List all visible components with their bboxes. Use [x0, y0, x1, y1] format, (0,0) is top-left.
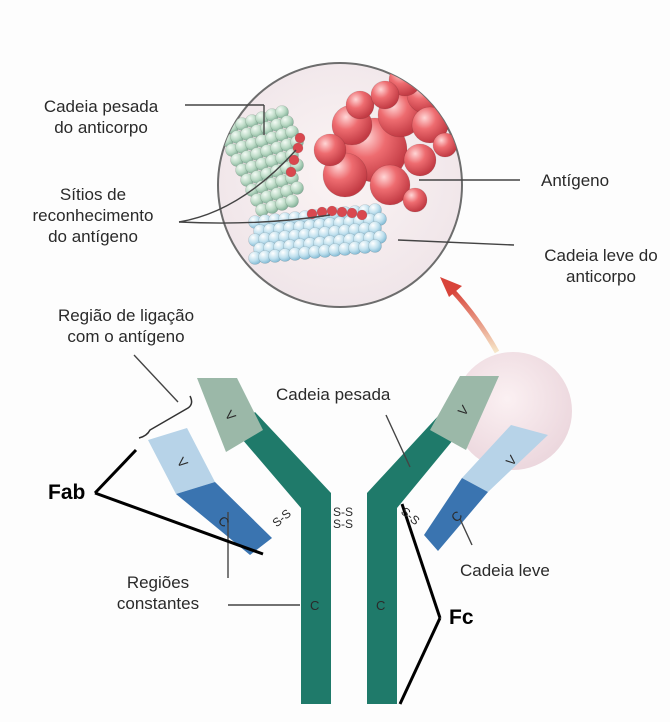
- label-binding-region: Região de ligação com o antígeno: [26, 305, 226, 347]
- label-antigen: Antígeno: [541, 170, 609, 191]
- label-recognition-sites: Sítios de reconhecimento do antígeno: [8, 184, 178, 247]
- antigen-sphere: [404, 144, 436, 176]
- heavy-chain-sphere: [291, 182, 304, 195]
- antigen-sphere: [403, 188, 427, 212]
- label-heavy-chain: Cadeia pesada: [276, 384, 390, 405]
- antigen-sphere: [458, 125, 478, 145]
- domain-label-c-right-heavy: C: [376, 595, 385, 616]
- light-chain-sphere: [369, 240, 382, 253]
- heavy-chain-sphere: [286, 195, 299, 208]
- antigen-sphere: [371, 81, 399, 109]
- antigen-sphere: [433, 133, 457, 157]
- zoom-circle: [216, 63, 479, 307]
- disulfide-hinge-bottom: S-S: [333, 514, 353, 535]
- heavy-chain-sphere: [216, 124, 229, 137]
- label-fc: Fc: [449, 607, 474, 628]
- label-constant-regions: Regiões constantes: [88, 572, 228, 614]
- label-fab: Fab: [48, 482, 85, 503]
- label-light-chain: Cadeia leve: [460, 560, 550, 581]
- zoom-arrow: [452, 290, 497, 352]
- domain-label-c-left-heavy: C: [310, 595, 319, 616]
- recognition-site-sphere: [357, 210, 367, 220]
- recognition-site-sphere: [327, 206, 337, 216]
- label-heavy-chain-zoom: Cadeia pesada do anticorpo: [16, 96, 186, 138]
- antigen-sphere: [346, 91, 374, 119]
- recognition-site-sphere: [337, 207, 347, 217]
- recognition-site-sphere: [347, 208, 357, 218]
- antigen-sphere: [441, 96, 469, 124]
- antigen-sphere: [314, 134, 346, 166]
- label-light-chain-zoom: Cadeia leve do anticorpo: [516, 245, 670, 287]
- recognition-site-sphere: [286, 167, 296, 177]
- recognition-site-sphere: [295, 133, 305, 143]
